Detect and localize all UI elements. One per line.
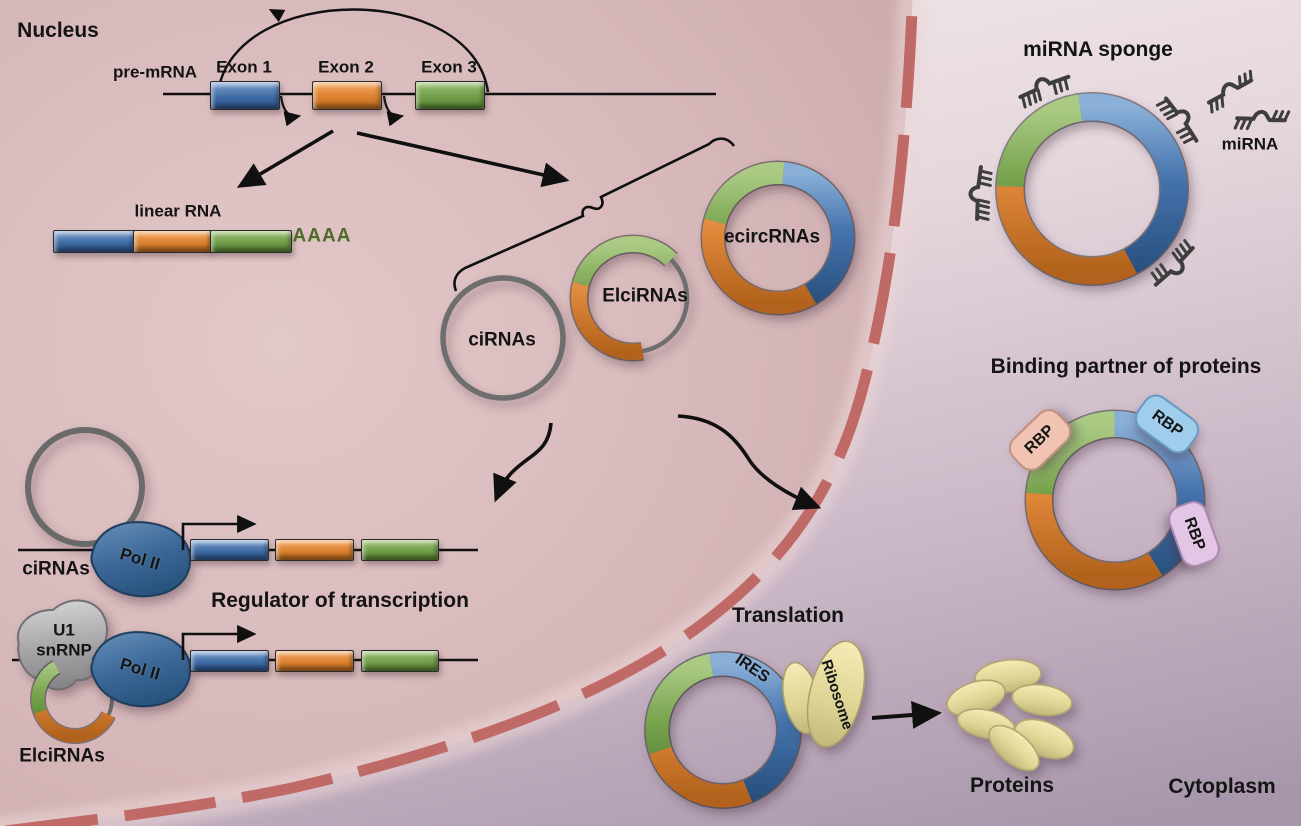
gene3-box-row2 — [361, 650, 439, 672]
binding-title: Binding partner of proteins — [990, 355, 1262, 379]
elcirnas-loop-green — [31, 655, 119, 743]
splice-arc-1 — [279, 95, 302, 127]
backsplice-arc — [216, 8, 490, 93]
nuclear-envelope-dashed — [0, 0, 918, 826]
exon2-label: Exon 2 — [318, 57, 374, 77]
ecircrnas-label: ecircRNAs — [723, 226, 821, 248]
gene1-box-row2 — [190, 650, 269, 672]
exon3-box — [415, 81, 485, 110]
elcirnas-row2-label: ElciRNAs — [19, 745, 105, 767]
nucleus-region — [0, 0, 928, 826]
linear-rna-blue-segment — [53, 230, 135, 253]
ecircrnas-ring — [700, 160, 856, 316]
promoter-arrow-1 — [181, 514, 257, 550]
gene2-box-row2 — [275, 650, 354, 672]
mirna-sponge-group — [970, 66, 1291, 294]
cirnas-row1-label: ciRNAs — [22, 558, 90, 580]
linear-rna-green-segment — [210, 230, 292, 253]
gene3-box-row1 — [361, 539, 439, 561]
arrow-to-transcription — [493, 422, 553, 503]
proteins-cluster — [946, 658, 1075, 772]
arrow-to-proteins — [871, 701, 942, 729]
promoter-arrow-2 — [181, 624, 257, 660]
elcirnas-ring — [569, 234, 697, 362]
transcription-row2 — [12, 599, 478, 744]
exon3-label: Exon 3 — [421, 57, 477, 77]
gene2-box-row1 — [275, 539, 354, 561]
elcirnas-loop-orange — [31, 655, 119, 743]
binding-partner-group — [1008, 394, 1220, 591]
u1-label-line1: U1 — [53, 620, 75, 640]
processing-arrows — [236, 129, 822, 511]
mirna-free-2 — [1233, 99, 1291, 141]
rbp-blob-lavender — [1168, 501, 1220, 567]
linear-rna-label: linear RNA — [134, 201, 222, 221]
cirnas-loop-row1 — [25, 427, 145, 547]
arrow-to-circrnas — [356, 131, 570, 188]
regulator-title: Regulator of transcription — [211, 589, 469, 613]
translation-title: Translation — [731, 604, 845, 628]
proteins-label: Proteins — [969, 774, 1055, 798]
arrow-to-linear-rna — [236, 129, 334, 188]
pre-mrna-label: pre-mRNA — [112, 62, 198, 82]
cirnas-circle — [440, 275, 566, 401]
splice-arc-2 — [382, 95, 405, 127]
translation-group — [644, 640, 1075, 809]
elcirnas-label: ElciRNAs — [602, 285, 688, 307]
ribosome-shape — [782, 640, 866, 748]
polya-tail-label: AAAA — [292, 225, 352, 247]
mirna-label: miRNA — [1221, 134, 1279, 154]
exon2-box — [312, 81, 382, 110]
mirna-free-1 — [1201, 69, 1261, 115]
mirna-bound-3 — [970, 167, 992, 220]
cytoplasm-label: Cytoplasm — [1168, 775, 1276, 799]
mirna-sponge-title: miRNA sponge — [1023, 38, 1173, 62]
exon1-label: Exon 1 — [216, 57, 272, 77]
u1-label-line2: snRNP — [36, 640, 92, 660]
exon1-box — [210, 81, 280, 110]
pol2-blob-row1 — [90, 521, 192, 598]
pol2-blob-row2 — [90, 631, 192, 708]
nucleus-label: Nucleus — [17, 19, 99, 43]
cirnas-label: ciRNAs — [468, 329, 536, 351]
rbp-blob-salmon — [1008, 409, 1072, 471]
linear-rna-orange-segment — [133, 230, 212, 253]
rbp-blob-blue — [1134, 394, 1200, 454]
intron-line — [453, 137, 736, 292]
backsplice-arrowhead — [268, 8, 286, 23]
gene1-box-row1 — [190, 539, 269, 561]
arrow-export-cytoplasm — [677, 414, 822, 511]
